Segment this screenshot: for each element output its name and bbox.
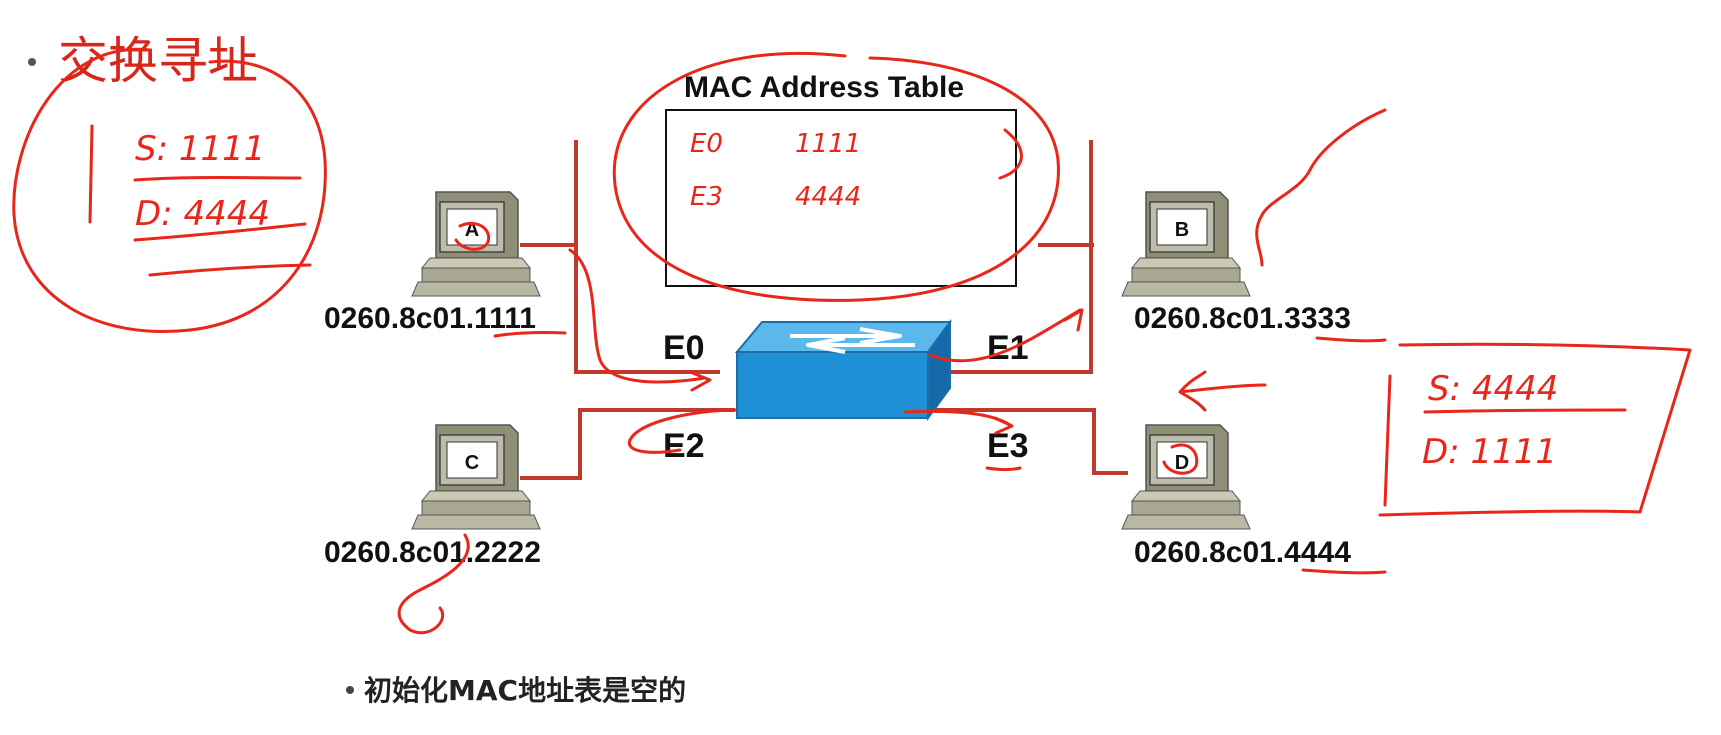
host-d-mac: 0260.8c01.4444 <box>1134 536 1351 569</box>
note-bullet <box>346 686 354 694</box>
ink-circle-host-a <box>454 221 491 251</box>
mac-table-box <box>665 109 1017 287</box>
mac-address-table: MAC Address Table E0 1111 E3 4444 <box>665 71 1017 287</box>
ink-underline-mac-a <box>493 330 567 338</box>
ink-arrow-e1-to-b <box>928 308 1082 363</box>
ink-arrow-frame-return <box>1178 370 1267 412</box>
host-c: C <box>411 424 541 530</box>
network-wires <box>520 140 1128 480</box>
ink-bar-left <box>88 124 94 224</box>
ink-circle-left-frame <box>12 47 327 333</box>
mac-table-row-1-port: E0 <box>690 129 723 159</box>
ink-underline-right-1 <box>1423 408 1627 414</box>
wire-e2 <box>520 408 735 480</box>
wire-e1 <box>935 140 1094 374</box>
ink-underline-left-1 <box>133 176 302 182</box>
ink-arrow-e2 <box>627 408 737 454</box>
left-frame-destination: D: 4444 <box>135 194 270 234</box>
wire-e0 <box>520 140 720 374</box>
host-d-letter: D <box>1175 452 1189 474</box>
ink-underline-left-2 <box>133 222 307 242</box>
computer-icon <box>1121 424 1251 530</box>
port-label-e0: E0 <box>663 329 705 367</box>
host-b-letter: B <box>1175 219 1189 241</box>
ink-arrowhead-e3 <box>993 416 1014 435</box>
computer-icon <box>1121 191 1251 297</box>
port-label-e3: E3 <box>987 427 1029 465</box>
host-a-mac: 0260.8c01.1111 <box>324 302 536 335</box>
handwritten-annotations: S: 1111 D: 4444 S: 4444 D: 1111 <box>12 47 1692 635</box>
right-frame-destination: D: 1111 <box>1422 432 1557 472</box>
host-b: B <box>1121 191 1251 297</box>
ink-box-right-frame <box>1378 342 1692 517</box>
mac-table-row-2-mac: 4444 <box>795 182 861 212</box>
ink-circle-mac-table <box>612 51 1060 302</box>
ink-underline-left-3 <box>148 263 312 277</box>
mac-table-title: MAC Address Table <box>684 71 964 104</box>
host-b-mac: 0260.8c01.3333 <box>1134 302 1351 335</box>
ink-underline-e3 <box>985 466 1022 471</box>
left-frame-source: S: 1111 <box>135 129 265 169</box>
note-text: 初始化MAC地址表是空的 <box>364 674 686 707</box>
host-c-letter: C <box>465 452 479 474</box>
ink-arrowhead-b <box>1063 308 1084 332</box>
wire-e3 <box>905 408 1128 475</box>
switch-icon <box>734 318 952 422</box>
ink-arrowhead-e0 <box>688 370 712 392</box>
ink-hook-mac-table <box>998 128 1023 180</box>
ink-squiggle-b <box>1255 108 1387 267</box>
mac-table-row-2-port: E3 <box>690 182 723 212</box>
host-d: D <box>1121 424 1251 530</box>
ink-underline-mac-b <box>1315 336 1387 343</box>
host-c-mac: 0260.8c01.2222 <box>324 536 541 569</box>
port-label-e1: E1 <box>987 329 1029 367</box>
ink-underline-mac-d <box>1301 568 1387 575</box>
mac-table-row-1-mac: 1111 <box>795 129 861 159</box>
title-bullet <box>28 58 36 66</box>
right-frame-source: S: 4444 <box>1428 369 1558 409</box>
computer-icon <box>411 424 541 530</box>
ink-squiggle-c <box>397 533 470 635</box>
ink-circle-host-d <box>1162 443 1199 475</box>
port-label-e2: E2 <box>663 427 705 465</box>
ink-arrow-a-to-e0 <box>568 248 707 384</box>
note-line: 初始化MAC地址表是空的 <box>346 674 686 707</box>
